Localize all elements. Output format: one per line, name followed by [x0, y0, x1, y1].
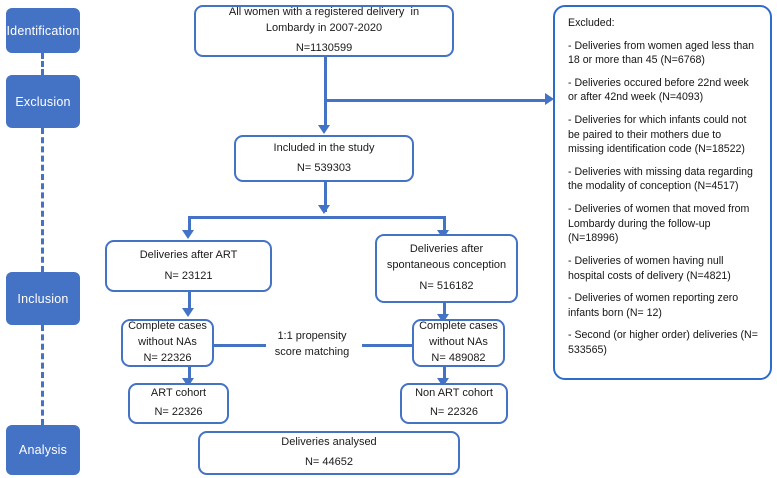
stage-box-identification: Identification: [6, 8, 80, 53]
node-non-art-cohort: Non ART cohort N= 22326: [400, 383, 508, 424]
node-analysed-count: N= 44652: [304, 456, 353, 468]
node-art-cohort-line1: ART cohort: [150, 387, 207, 400]
node-spontaneous-complete-cases: Complete cases without NAs N= 489082: [412, 319, 505, 367]
node-deliveries-analysed: Deliveries analysed N= 44652: [198, 431, 460, 475]
connector-split-bar: [188, 216, 446, 219]
node-source-line2: Lombardy in 2007-2020: [265, 22, 383, 35]
connector-split-right: [443, 216, 446, 232]
connector-art-to-complete: [188, 292, 191, 310]
matching-annotation: 1:1 propensity score matching: [256, 329, 368, 361]
node-non-art-cohort-line1: Non ART cohort: [415, 387, 493, 400]
stage-box-analysis: Analysis: [6, 425, 80, 475]
excluded-panel: Excluded: - Deliveries from women aged l…: [553, 5, 772, 380]
connector-trunk-to-included: [324, 99, 327, 128]
node-art-complete-line2: without NAs: [138, 336, 197, 349]
excluded-item: - Second (or higher order) deliveries (N…: [568, 329, 758, 356]
connector-source-trunk: [324, 57, 327, 102]
node-included-count: N= 539303: [296, 161, 352, 174]
node-art-cohort: ART cohort N= 22326: [128, 383, 229, 424]
stage-label: Identification: [6, 23, 80, 38]
stage-label: Analysis: [18, 443, 68, 457]
excluded-title: Excluded:: [568, 17, 615, 29]
connector-split-left: [188, 216, 191, 232]
connector-matching-left: [214, 344, 266, 347]
excluded-item: - Deliveries of women having null hospit…: [568, 254, 731, 282]
arrow-down-art-cohort: [182, 378, 194, 387]
node-art-complete-line1: Complete cases: [128, 320, 207, 333]
matching-line1: 1:1 propensity: [277, 330, 347, 342]
stage-connector-dashed-2: [41, 128, 44, 272]
node-art-cohort-count: N= 22326: [154, 406, 203, 418]
node-source-count: N=1130599: [295, 41, 353, 54]
arrow-down-spontaneous-complete: [437, 314, 449, 323]
matching-line2: score matching: [274, 345, 350, 358]
node-spontaneous-deliveries-line1: Deliveries after: [409, 243, 484, 256]
connector-spontaneous-to-complete: [443, 303, 446, 317]
node-spontaneous-complete-count: N= 489082: [431, 351, 486, 364]
excluded-item: - Deliveries with missing data regarding…: [568, 165, 753, 193]
node-art-complete-cases: Complete cases without NAs N= 22326: [121, 319, 214, 367]
connector-included-down: [324, 182, 327, 212]
node-spontaneous-deliveries: Deliveries after spontaneous conception …: [375, 234, 518, 303]
arrow-right-excluded: [545, 93, 554, 105]
node-non-art-cohort-count: N= 22326: [429, 406, 478, 418]
stage-connector-dashed-1: [41, 53, 44, 75]
arrow-down-art: [182, 230, 194, 239]
excluded-item: - Deliveries from women aged less than 1…: [568, 39, 755, 67]
excluded-item: - Deliveries for which infants could not…: [568, 114, 747, 156]
excluded-item: - Deliveries occured before 22nd week or…: [568, 76, 749, 104]
stage-label: Exclusion: [15, 94, 71, 109]
stage-box-exclusion: Exclusion: [6, 75, 80, 128]
stage-label: Inclusion: [17, 291, 69, 306]
node-source-line1: All women with a registered delivery in: [228, 6, 420, 19]
stage-box-inclusion: Inclusion: [6, 272, 80, 325]
node-art-complete-count: N= 22326: [143, 351, 192, 364]
node-analysed-line1: Deliveries analysed: [281, 436, 377, 449]
excluded-item: - Deliveries of women that moved from Lo…: [568, 203, 750, 245]
arrow-down-split: [318, 205, 330, 214]
arrow-down-art-complete: [182, 308, 194, 317]
node-source: All women with a registered delivery in …: [194, 5, 454, 57]
connector-art-complete-to-cohort: [188, 367, 191, 381]
node-art-deliveries-count: N= 23121: [164, 269, 213, 282]
node-spontaneous-complete-line2: without NAs: [429, 336, 488, 349]
node-art-deliveries-line1: Deliveries after ART: [139, 248, 238, 261]
node-included-line1: Included in the study: [273, 141, 375, 154]
connector-spontaneous-complete-to-cohort: [443, 367, 446, 381]
node-spontaneous-deliveries-line2: spontaneous conception: [386, 259, 507, 272]
arrow-down-included: [318, 125, 330, 134]
excluded-item: - Deliveries of women reporting zero inf…: [568, 292, 739, 319]
connector-to-excluded: [324, 99, 546, 102]
stage-connector-dashed-3: [41, 325, 44, 425]
connector-matching-right: [362, 344, 412, 347]
node-included: Included in the study N= 539303: [234, 135, 414, 182]
node-spontaneous-deliveries-count: N= 516182: [419, 279, 474, 292]
arrow-down-non-art-cohort: [437, 378, 449, 387]
node-spontaneous-complete-line1: Complete cases: [419, 320, 498, 333]
node-art-deliveries: Deliveries after ART N= 23121: [105, 240, 272, 292]
